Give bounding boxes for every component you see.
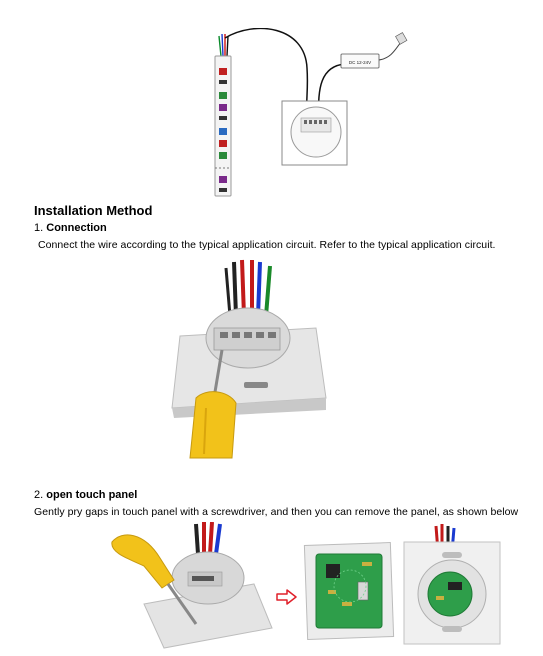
led-strip [214,55,232,197]
photo-connection [171,259,327,459]
photo1-screwdriver [189,349,237,459]
wall-switch [281,100,348,166]
step1-number: 1. [34,222,44,234]
photo2-wires [194,522,222,555]
step2-number: 2. [34,489,44,501]
wiring-diagram: DC 12-24V [214,28,408,197]
power-supply: DC 12-24V [340,32,408,69]
section-title: Installation Method [34,203,153,218]
power-supply-label: DC 12-24V [349,60,371,65]
photo-base-module [403,524,501,645]
photo-removed-panel [303,542,395,640]
photo1-wires [224,259,272,317]
pcb-board [315,553,383,629]
step1-heading: 1. Connection [34,222,107,234]
photo-pry-panel [111,522,273,649]
step1-title: Connection [46,222,107,234]
photo2-screwdriver [111,534,198,625]
step1-text: Connect the wire according to the typica… [38,239,496,251]
photo4-pcb [427,571,473,617]
arrow-right-icon [276,589,297,605]
step2-title: open touch panel [46,489,138,501]
step2-text: Gently pry gaps in touch panel with a sc… [34,506,519,518]
led-chips [219,68,227,192]
step2-heading: 2. open touch panel [34,489,137,501]
